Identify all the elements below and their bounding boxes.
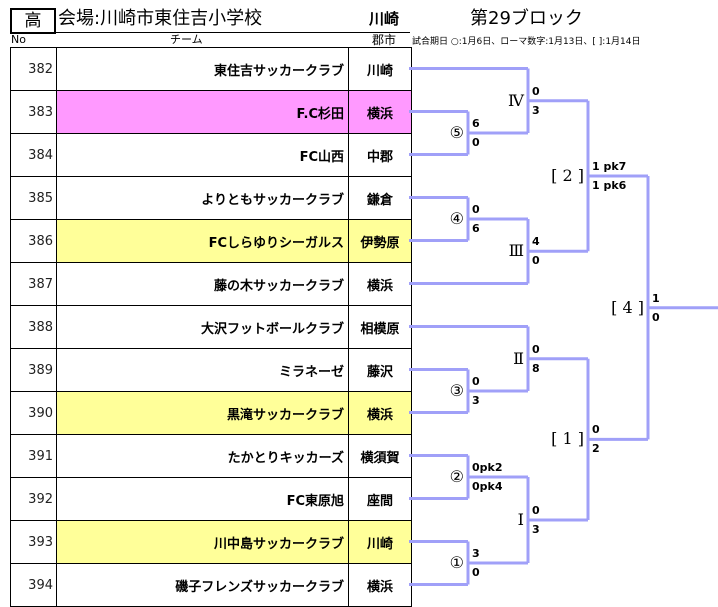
match-label: [ 4 ]: [611, 297, 644, 317]
team-city: 鎌倉: [348, 176, 412, 220]
team-city: 中郡: [348, 133, 412, 177]
team-number: 392: [10, 477, 57, 521]
score-bottom: 2: [592, 442, 600, 456]
team-name: 藤の木サッカークラブ: [56, 262, 349, 306]
team-city: 川崎: [348, 520, 412, 564]
match-label: ④: [449, 209, 464, 228]
score-top: 4: [532, 235, 540, 249]
score-bottom: 1 pk6: [592, 179, 627, 192]
column-header-no: No: [11, 33, 26, 46]
team-city: 相模原: [348, 305, 412, 349]
match-label: ①: [449, 553, 464, 572]
score-top: 1 pk7: [592, 160, 627, 173]
team-name: よりともサッカークラブ: [56, 176, 349, 220]
team-number: 384: [10, 133, 57, 177]
venue-city: 川崎: [368, 10, 399, 28]
score-bottom: 0: [652, 310, 660, 324]
score-bottom: 3: [532, 523, 540, 536]
schedule-legend: 試合期日 ○:1月6日、ローマ数字:1月13日、[ ]:1月14日: [412, 37, 641, 47]
team-number: 386: [10, 219, 57, 263]
team-name: たかとりキッカーズ: [56, 434, 349, 478]
team-city: 横浜: [348, 262, 412, 306]
column-header-city: 郡市: [371, 33, 396, 47]
match-label: Ⅳ: [508, 90, 524, 110]
block-title: 第29ブロック: [470, 8, 583, 29]
header-divider: [344, 32, 410, 33]
team-name: FC東原旭: [56, 477, 349, 521]
team-name: FC山西: [56, 133, 349, 177]
team-number: 387: [10, 262, 57, 306]
score-top: 6: [472, 117, 480, 130]
team-name: 黒滝サッカークラブ: [56, 391, 349, 435]
team-number: 383: [10, 90, 57, 134]
match-label: ⑤: [449, 123, 464, 142]
team-name: 東住吉サッカークラブ: [56, 47, 349, 91]
score-top: 3: [472, 547, 480, 560]
team-number: 391: [10, 434, 57, 478]
score-top: 0: [472, 375, 480, 388]
match-label: ③: [449, 381, 464, 400]
score-top: 0pk2: [472, 461, 503, 474]
score-bottom: 8: [532, 361, 540, 375]
score-bottom: 6: [472, 222, 480, 235]
match-label: Ⅱ: [513, 348, 524, 368]
level-badge: 高: [10, 8, 56, 34]
venue-title: 会場:川崎市東住吉小学校: [58, 8, 263, 29]
match-label: [ 2 ]: [551, 166, 584, 185]
match-label: [ 1 ]: [551, 429, 584, 449]
score-top: 1: [652, 291, 660, 305]
score-bottom: 3: [472, 394, 480, 407]
team-city: 川崎: [348, 47, 412, 91]
score-bottom: 0pk4: [472, 480, 503, 493]
match-label: Ⅰ: [517, 510, 524, 529]
team-name: F.C杉田: [56, 90, 349, 134]
team-name: 川中島サッカークラブ: [56, 520, 349, 564]
team-name: FCしらゆりシーガルス: [56, 219, 349, 263]
header-divider: [10, 32, 345, 33]
score-bottom: 0: [472, 136, 480, 149]
team-city: 伊勢原: [348, 219, 412, 263]
column-header-team: チーム: [170, 33, 203, 46]
team-name: ミラネーゼ: [56, 348, 349, 392]
score-bottom: 0: [532, 254, 540, 268]
team-city: 横浜: [348, 391, 412, 435]
score-top: 0: [532, 84, 540, 98]
score-bottom: 0: [472, 566, 480, 579]
score-bottom: 3: [532, 103, 540, 117]
match-label: Ⅲ: [508, 241, 524, 261]
score-top: 0: [532, 504, 540, 517]
score-top: 0: [592, 423, 600, 437]
team-number: 393: [10, 520, 57, 564]
score-top: 0: [472, 203, 480, 216]
score-top: 0: [532, 342, 540, 356]
match-label: ②: [449, 467, 464, 486]
team-city: 藤沢: [348, 348, 412, 392]
team-city: 横須賀: [348, 434, 412, 478]
